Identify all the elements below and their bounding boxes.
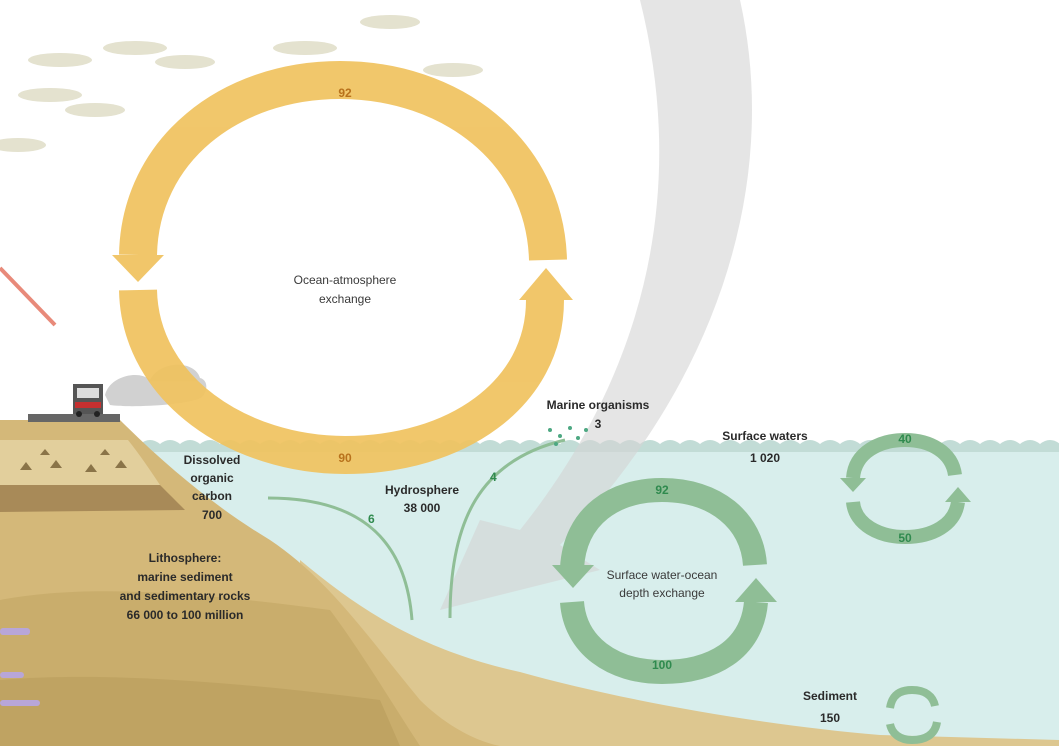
land-pebbles <box>20 449 127 472</box>
lithosphere-line4: 66 000 to 100 million <box>127 608 244 622</box>
surface-waters-cycle <box>840 432 971 545</box>
marine-organisms-label: Marine organisms <box>547 398 650 412</box>
ocean-atmosphere-cycle <box>112 60 573 475</box>
hydro-flow-value: 4 <box>490 470 497 484</box>
depth-top-value: 92 <box>655 483 669 497</box>
sun-ray <box>0 266 57 327</box>
lithosphere-line2: marine sediment <box>137 570 232 584</box>
grey-arc-arrow <box>440 0 752 610</box>
surface-cycle-top: 40 <box>898 432 912 446</box>
land-strata-light <box>0 440 160 485</box>
bubbles-icon <box>548 426 588 446</box>
hydrosphere-label: Hydrosphere <box>385 483 459 497</box>
doc-label-line3: carbon <box>192 489 232 503</box>
sediment-cycle <box>886 685 941 745</box>
surface-cycle-bottom: 50 <box>898 531 912 545</box>
land-layer-bottom <box>0 676 400 746</box>
lithosphere-line3: and sedimentary rocks <box>120 589 251 603</box>
surface-waters-value: 1 020 <box>750 451 780 465</box>
atmosphere-label-line2: exchange <box>319 292 371 306</box>
depth-bottom-value: 100 <box>652 658 672 672</box>
hydrosphere-value: 38 000 <box>404 501 441 515</box>
marine-organisms-value: 3 <box>595 417 602 431</box>
doc-label-line2: organic <box>190 471 234 485</box>
depth-label-line1: Surface water-ocean <box>607 568 718 582</box>
doc-flow-arrow <box>267 496 414 621</box>
land-strata-dark <box>0 485 185 512</box>
depth-label-line2: depth exchange <box>619 586 705 600</box>
sea-floor <box>300 560 1059 746</box>
orange-arrowhead-left <box>112 255 164 282</box>
atmosphere-bottom-value: 90 <box>338 451 352 465</box>
marine-flow-arrow <box>448 438 566 619</box>
atmosphere-label-line1: Ocean-atmosphere <box>294 273 397 287</box>
sediment-streaks <box>0 628 40 706</box>
surface-waters-label: Surface waters <box>722 429 808 443</box>
doc-value: 700 <box>202 508 222 522</box>
sediment-value: 150 <box>820 711 840 725</box>
truck-icon <box>73 384 103 417</box>
orange-arrowhead-right <box>519 268 573 300</box>
doc-label-line1: Dissolved <box>184 453 241 467</box>
cloud-icon <box>0 15 483 152</box>
atmosphere-top-value: 92 <box>338 86 352 100</box>
lithosphere-line1: Lithosphere: <box>149 551 222 565</box>
sediment-label: Sediment <box>803 689 857 703</box>
road <box>28 414 120 422</box>
doc-flow-value: 6 <box>368 512 375 526</box>
depth-exchange-cycle <box>552 477 777 685</box>
